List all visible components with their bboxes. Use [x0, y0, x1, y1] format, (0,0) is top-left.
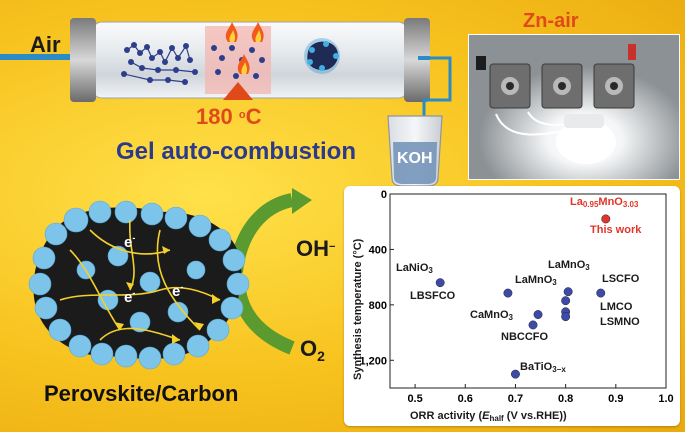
lbl-batio: BaTiO — [520, 361, 553, 373]
y-axis-label: Synthesis temperature (°C) — [352, 238, 364, 380]
x-axis-label: ORR activity (Ehalf (V vs.RHE)) — [410, 410, 567, 423]
o2-subscript: 2 — [317, 348, 325, 364]
right-end-cap — [404, 18, 430, 102]
data-point — [435, 278, 445, 288]
carbon-matrix — [33, 207, 242, 359]
temperature-label: 180 oC — [196, 104, 261, 130]
lbl-la: La — [570, 196, 583, 208]
electron-e: e — [124, 234, 133, 251]
label-lsmno: LSMNO — [600, 316, 640, 328]
label-batio3: BaTiO3−x — [520, 361, 566, 374]
label-lmco: LMCO — [600, 301, 633, 313]
label-lscfo: LSCFO — [602, 273, 640, 285]
label-lbsfco: LBSFCO — [410, 290, 456, 302]
data-point — [601, 214, 611, 224]
label-nbccfo: NBCCFO — [501, 331, 549, 343]
x-axis-label-pre: ORR activity ( — [410, 410, 483, 422]
electron-label-1: e- — [124, 233, 135, 251]
electron-e: e — [172, 283, 181, 300]
data-point — [503, 288, 513, 298]
combusting-gel — [211, 45, 265, 79]
electron-label-3: e- — [172, 282, 183, 300]
product-particle — [304, 38, 340, 74]
data-point — [533, 310, 543, 320]
lbl-mno-sub: 3.03 — [622, 200, 639, 209]
temperature-value: 180 — [196, 104, 233, 129]
flame-icon — [225, 22, 264, 74]
data-point — [561, 296, 571, 306]
scatter-chart: 0.5 0.6 0.7 0.8 0.9 1.0 0 400 800 1,200 — [359, 189, 674, 405]
x-axis-ticks: 0.5 0.6 0.7 0.8 0.9 1.0 — [407, 384, 674, 405]
lbl-lanio-sub: 3 — [428, 266, 433, 275]
zn-air-photo — [468, 34, 680, 180]
electron-label-2: e- — [124, 288, 135, 306]
perovskite-carbon-label: Perovskite/Carbon — [44, 381, 239, 406]
x-tick-label: 0.9 — [608, 393, 623, 405]
scatter-chart-panel — [344, 186, 680, 426]
temperature-degree: o — [238, 109, 246, 121]
lbl-lanio: LaNiO — [396, 262, 429, 274]
lbl-lamno-a-sub: 3 — [585, 263, 590, 272]
electron-charge: - — [132, 288, 136, 298]
lbl-la-sub: 0.95 — [582, 200, 599, 209]
label-lamno3-b: LaMnO3 — [515, 274, 557, 287]
plot-frame — [389, 193, 667, 389]
data-point — [528, 320, 538, 330]
perovskite-particles — [28, 200, 250, 370]
electron-e: e — [124, 289, 133, 306]
electron-paths — [59, 219, 221, 341]
lbl-camno: CaMnO — [470, 309, 509, 321]
label-this-work: This work — [590, 224, 642, 236]
x-tick-label: 1.0 — [658, 393, 673, 405]
data-point — [596, 288, 606, 298]
heat-indicator-triangle — [223, 82, 253, 100]
label-lamno3-a: LaMnO3 — [548, 259, 590, 272]
electron-charge: - — [132, 233, 136, 243]
y-tick-label: 0 — [381, 189, 387, 201]
oh-label: OH− — [296, 236, 335, 262]
air-label: Air — [30, 32, 61, 57]
gel-auto-combustion-label: Gel auto-combustion — [116, 138, 356, 165]
zn-air-label: Zn-air — [523, 10, 579, 32]
x-axis-label-post: (V vs.RHE)) — [503, 410, 567, 422]
koh-label: KOH — [397, 150, 433, 167]
lbl-batio-sub: 3−x — [552, 365, 566, 374]
perovskite-carbon-illustration — [28, 200, 250, 370]
lbl-lamno-b: LaMnO — [515, 274, 553, 286]
data-point — [511, 369, 520, 379]
oh-text: OH — [296, 236, 329, 261]
inlet-pipe — [0, 54, 92, 60]
lbl-camno-sub: 3 — [508, 313, 513, 322]
x-axis-label-e: E — [482, 410, 490, 422]
temperature-unit: C — [245, 104, 262, 129]
x-tick-label: 0.7 — [508, 393, 523, 405]
oh-charge: − — [329, 241, 336, 253]
o2-text: O — [300, 336, 318, 361]
lbl-lamno-a: LaMnO — [548, 259, 586, 271]
x-axis-label-sub: half — [489, 414, 504, 423]
electron-charge: - — [180, 282, 184, 292]
x-tick-label: 0.6 — [458, 393, 473, 405]
label-lanio3: LaNiO3 — [396, 262, 433, 275]
koh-beaker — [387, 115, 443, 187]
lbl-mno: MnO — [598, 196, 623, 208]
o2-label: O2 — [300, 336, 325, 364]
y-tick-label: 400 — [369, 244, 387, 256]
x-tick-label: 0.8 — [558, 393, 573, 405]
gel-network-lines — [123, 44, 196, 83]
data-point — [563, 287, 573, 297]
data-points — [435, 214, 611, 379]
data-point — [561, 312, 571, 322]
left-end-cap — [70, 18, 96, 102]
x-tick-label: 0.5 — [407, 393, 422, 405]
electron-arrowheads — [114, 246, 220, 344]
y-tick-label: 1,200 — [359, 355, 387, 367]
label-la095mno303: La0.95MnO3.03 — [570, 196, 638, 209]
y-axis-ticks: 0 400 800 1,200 — [359, 189, 394, 367]
y-tick-label: 800 — [369, 300, 387, 312]
label-camno3: CaMnO3 — [470, 309, 513, 322]
lbl-lamno-b-sub: 3 — [552, 278, 557, 287]
